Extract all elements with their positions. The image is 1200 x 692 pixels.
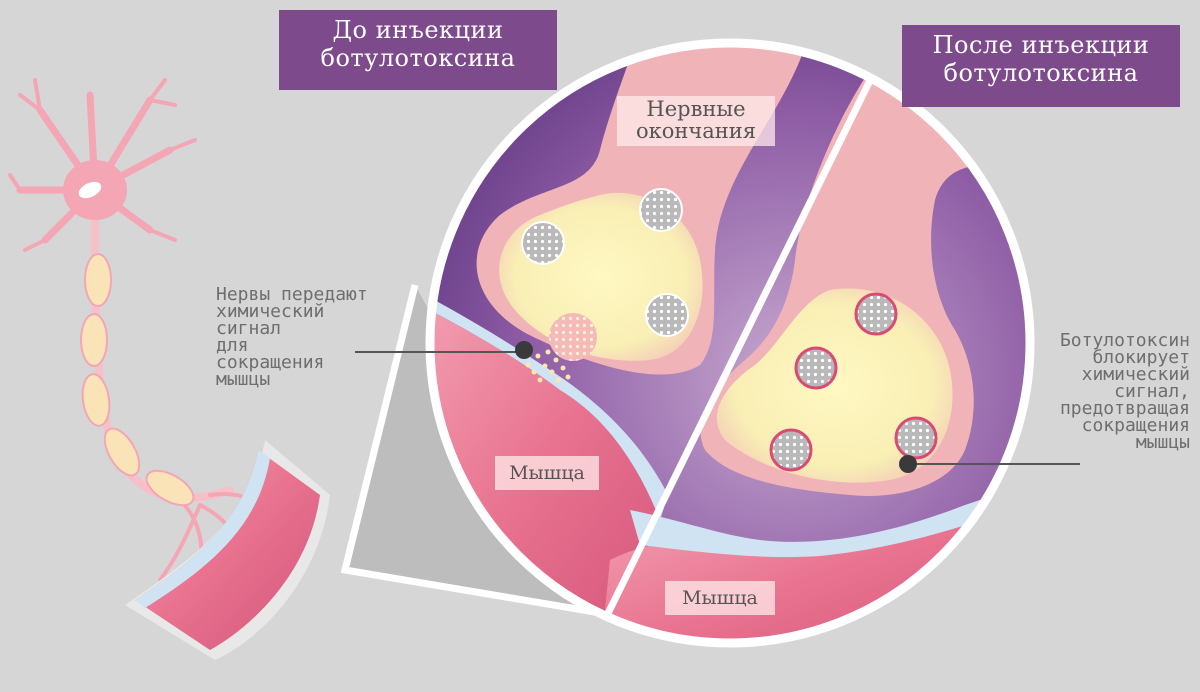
pointer-left — [355, 341, 533, 359]
neuron-nucleus — [78, 181, 102, 199]
before-after-divider — [586, 58, 884, 643]
membrane-after — [630, 480, 1030, 558]
zoom-circle — [430, 43, 1030, 643]
zoom-circle-border — [425, 38, 1035, 648]
pointer-right — [899, 455, 1080, 473]
vesicles-after — [769, 292, 938, 472]
nerve-endings-label: Нервные окончания — [617, 96, 775, 146]
neurotransmitter-dots — [525, 349, 571, 383]
after-injection-title: После инъекции ботулотоксина — [902, 25, 1180, 107]
note-before: Нервы передают химический сигнал для сок… — [216, 284, 368, 390]
before-injection-title: До инъекции ботулотоксина — [279, 10, 557, 90]
muscle-section-small — [125, 440, 330, 660]
myelin-sheath — [80, 253, 195, 507]
note-after: Ботулотоксин блокирует химический сигнал… — [1059, 330, 1190, 453]
vesicles-before — [521, 188, 689, 361]
zoom-funnel-edge — [340, 284, 596, 616]
muscle-label-after: Мышца — [665, 581, 775, 615]
muscle-label-before: Мышца — [495, 456, 599, 490]
